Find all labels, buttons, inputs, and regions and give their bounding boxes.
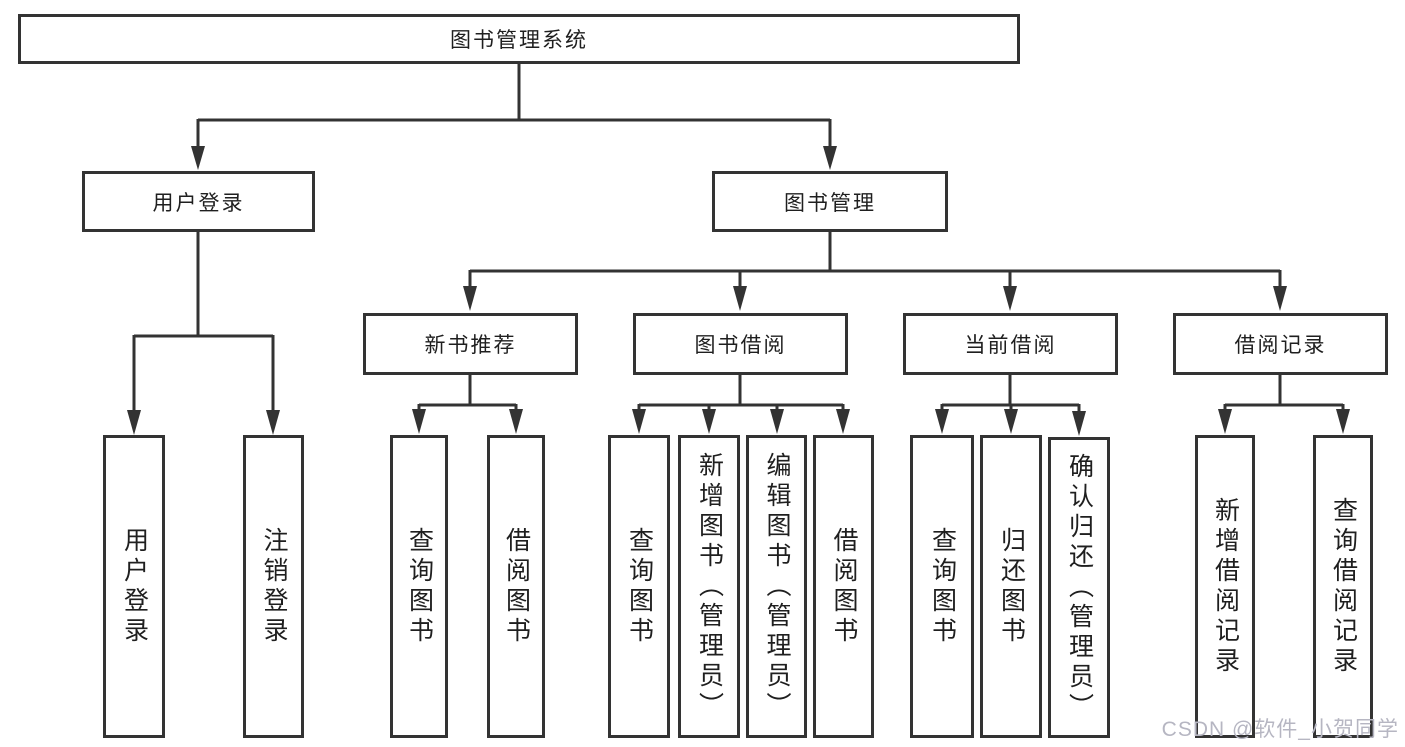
branch-user-login: 用户登录 bbox=[82, 171, 315, 232]
leaf-query-books-2: 查询图书 bbox=[608, 435, 670, 738]
leaf-query-books-3: 查询图书 bbox=[910, 435, 974, 738]
leaf-label: 查询图书 bbox=[625, 526, 654, 647]
leaf-return-books: 归还图书 bbox=[980, 435, 1042, 738]
branch-label: 图书管理 bbox=[784, 191, 876, 215]
branch-label: 当前借阅 bbox=[964, 334, 1057, 357]
leaf-label: 查询图书 bbox=[405, 526, 434, 647]
branch-current-borrowing: 当前借阅 bbox=[903, 313, 1118, 375]
leaf-label: 新增图书（管理员） bbox=[695, 451, 724, 722]
leaf-borrow-books-1: 借阅图书 bbox=[487, 435, 545, 738]
branch-book-management: 图书管理 bbox=[712, 171, 948, 232]
leaf-query-borrow-record: 查询借阅记录 bbox=[1313, 435, 1373, 738]
csdn-watermark: CSDN @软件_小贺同学 bbox=[1161, 718, 1399, 741]
leaf-borrow-books-2: 借阅图书 bbox=[813, 435, 874, 738]
leaf-query-books-1: 查询图书 bbox=[390, 435, 448, 738]
leaf-user-login: 用户登录 bbox=[103, 435, 165, 738]
leaf-label: 查询借阅记录 bbox=[1329, 496, 1358, 677]
leaf-label: 确认归还（管理员） bbox=[1065, 452, 1094, 723]
leaf-add-borrow-record: 新增借阅记录 bbox=[1195, 435, 1255, 738]
leaf-edit-books-admin: 编辑图书（管理员） bbox=[746, 435, 807, 738]
leaf-label: 借阅图书 bbox=[830, 526, 858, 647]
branch-label: 用户登录 bbox=[152, 191, 245, 215]
leaf-label: 借阅图书 bbox=[502, 526, 531, 647]
leaf-label: 归还图书 bbox=[997, 526, 1026, 647]
leaf-logout: 注销登录 bbox=[243, 435, 304, 738]
branch-label: 图书借阅 bbox=[694, 334, 787, 357]
branch-new-book-recommend: 新书推荐 bbox=[363, 313, 578, 375]
leaf-add-books-admin: 新增图书（管理员） bbox=[678, 435, 740, 738]
branch-label: 借阅记录 bbox=[1234, 334, 1327, 357]
branch-label: 新书推荐 bbox=[424, 334, 517, 357]
branch-borrow-records: 借阅记录 bbox=[1173, 313, 1388, 375]
leaf-label: 查询图书 bbox=[928, 526, 957, 647]
leaf-label: 注销登录 bbox=[260, 526, 288, 647]
leaf-label: 用户登录 bbox=[120, 526, 149, 647]
leaf-label: 新增借阅记录 bbox=[1211, 496, 1240, 677]
root-node-library-system: 图书管理系统 bbox=[18, 14, 1020, 64]
leaf-label: 编辑图书（管理员） bbox=[763, 451, 791, 722]
root-node-label: 图书管理系统 bbox=[450, 29, 588, 52]
leaf-confirm-return-admin: 确认归还（管理员） bbox=[1048, 437, 1110, 738]
branch-book-borrowing: 图书借阅 bbox=[633, 313, 848, 375]
